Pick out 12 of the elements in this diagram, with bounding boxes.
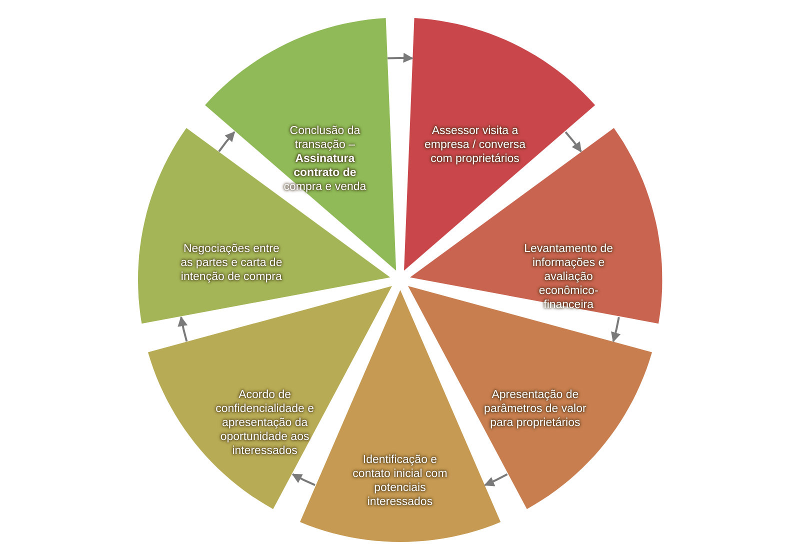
segment-text: Identificação e contato inicial com potenciais interessados [352, 452, 448, 509]
arrow [564, 131, 582, 152]
arrow [178, 316, 188, 342]
arrow [610, 317, 621, 342]
arrow [218, 131, 236, 152]
segment-text: Negociações entre as partes e carta de intenção de compra [180, 242, 284, 284]
arrow [292, 473, 316, 486]
arrow [484, 473, 508, 486]
segment-text: Assessor visita a empresa / conversa com proprietários [424, 124, 527, 166]
segment-text: Apresentação de parâmetros de valor para proprietários [483, 388, 588, 430]
segment-text: Acordo de confidencialidade e apresentação da oportunidade aos interessados [214, 388, 316, 458]
arrow [388, 52, 414, 63]
